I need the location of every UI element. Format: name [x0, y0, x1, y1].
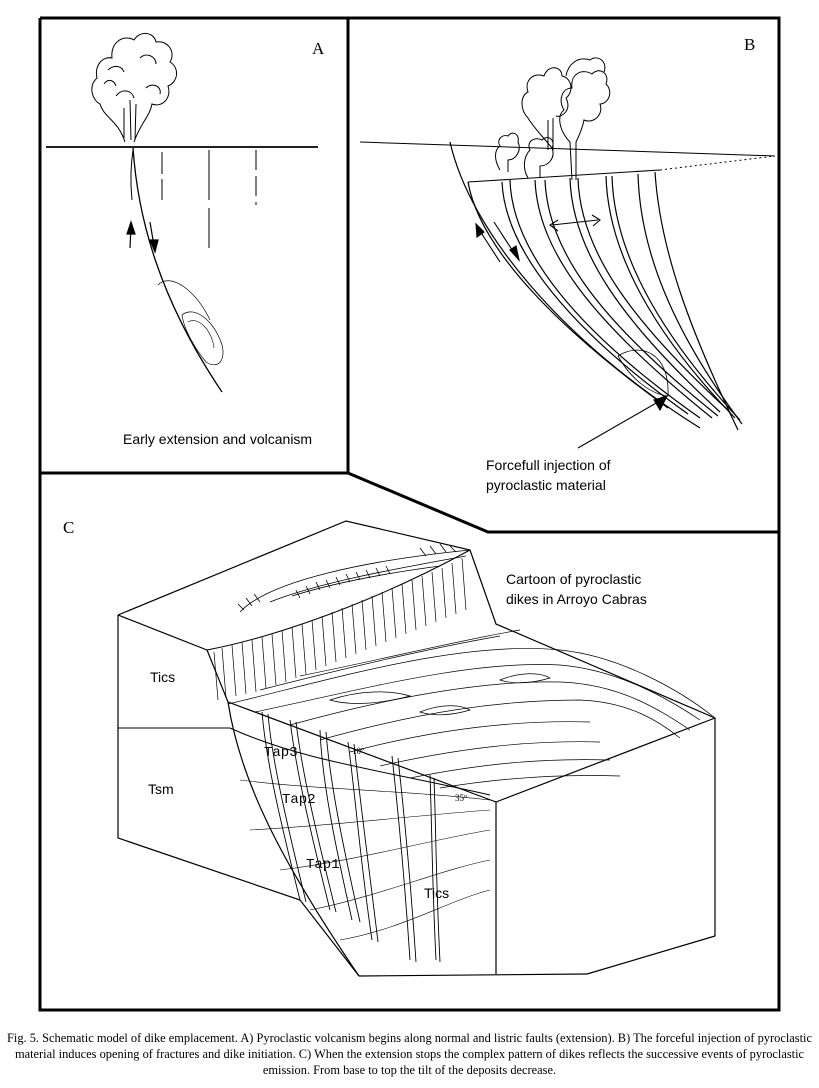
panel-b-eruption-plumes — [495, 57, 611, 181]
figure-caption: Fig. 5. Schematic model of dike emplacem… — [7, 1031, 812, 1077]
panel-b-caption-line1: Forcefull injection of — [486, 457, 611, 473]
panel-c-unit-boundaries — [118, 549, 491, 796]
panel-c-scarp-striations — [213, 557, 467, 701]
unit-label-tap1: Tap1 — [306, 857, 340, 873]
figure-frame — [38, 16, 781, 1012]
unit-label-tap2: Tap2 — [282, 792, 316, 808]
unit-label-tics-upper: Tics — [150, 669, 175, 685]
panel-b-listric-faults — [449, 141, 743, 431]
panel-c-dikes — [261, 711, 441, 963]
panel-b-injection-lobe — [617, 349, 669, 397]
unit-label-tics-lower: Tics — [424, 885, 449, 901]
panel-a: A Early extension and vo — [46, 33, 325, 447]
panel-c-title-line1: Cartoon of pyroclastic — [506, 571, 641, 587]
panel-c-top-crater — [237, 543, 471, 613]
panel-a-caption: Early extension and volcanism — [123, 431, 312, 447]
unit-label-tsm: Tsm — [148, 781, 174, 797]
panel-c-bedding-lines — [239, 779, 491, 941]
panel-c-letter: C — [63, 518, 74, 537]
panel-c-top-layering — [227, 629, 716, 789]
panel-b-letter: B — [744, 35, 755, 54]
panel-c-title-line2: dikes in Arroyo Cabras — [506, 591, 647, 607]
panel-b: B — [359, 35, 776, 493]
unit-label-tap3: Tap3 — [264, 745, 298, 761]
panel-a-ground-and-faults — [46, 146, 318, 393]
panel-b-arrows — [475, 214, 669, 449]
panel-a-eruption-plume — [91, 33, 177, 143]
dip-angle-lower: 35º — [455, 793, 467, 803]
panel-b-ground — [359, 141, 776, 183]
panel-a-letter: A — [312, 39, 325, 58]
dike-emplacement-figure: A Early extension and vo — [38, 16, 781, 1012]
panel-a-slip-arrows — [126, 220, 159, 254]
panel-c: C — [63, 518, 716, 977]
dip-angle-upper: 10º — [352, 746, 364, 756]
panel-b-caption-line2: pyroclastic material — [486, 477, 606, 493]
panel-c-block-outline — [117, 520, 716, 977]
